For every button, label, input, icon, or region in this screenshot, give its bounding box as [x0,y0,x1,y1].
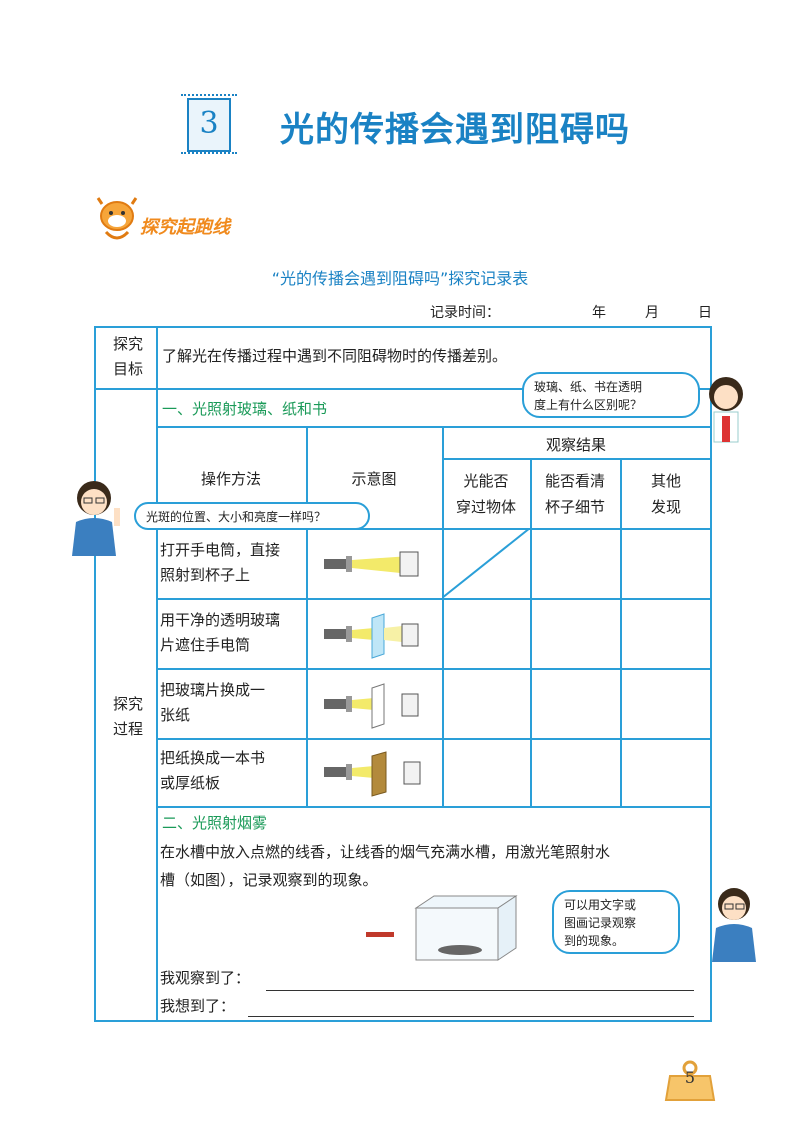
page-number-badge [664,1060,716,1101]
col-method: 操作方法 [200,470,261,488]
man-bubble-line1: 可以用文字或 [564,898,637,912]
process-label-line2: 过程 [112,720,143,738]
girl-bubble-line1: 玻璃、纸、书在透明 [534,380,643,394]
part2-title: 二、光照射烟雾 [162,814,268,832]
sub-other-line1: 其他 [650,472,681,490]
page-number: 5 [684,1068,696,1087]
sub-see-line1: 能否看清 [544,472,605,490]
not-applicable-slash [442,528,530,598]
part2-text-line2: 槽（如图），记录观察到的现象。 [160,871,378,889]
teacher-speech-bubble: 光斑的位置、大小和亮度一样吗？ [134,502,370,530]
lesson-number-badge: 3 [181,94,237,156]
part2-text-line1: 在水槽中放入点燃的线香，让线香的烟气充满水槽，用激光笔照射水 [160,843,611,861]
process-label-line1: 探究 [112,695,143,713]
day-label: 日 [698,305,712,321]
girl-character-icon [709,377,743,443]
thought-answer-line[interactable] [248,1016,694,1017]
flashlight-paper-diagram [324,683,419,729]
section-logo-text: 探究起跑线 [140,217,230,238]
cow-mascot-icon [96,197,138,240]
year-label: 年 [592,305,606,321]
girl-speech-bubble: 玻璃、纸、书在透明 度上有什么区别呢？ [522,372,700,418]
col-diagram: 示意图 [351,470,397,488]
record-table [94,326,712,1022]
flashlight-cup-diagram [324,551,419,577]
goal-text: 了解光在传播过程中遇到不同阻碍物时的传播差别。 [162,347,508,365]
col-results: 观察结果 [545,436,606,454]
sub-see-line2: 杯子细节 [544,498,605,516]
row3-method-line2: 张纸 [160,706,191,724]
record-sheet-title: “光的传播会遇到阻碍吗”探究记录表 [271,269,529,288]
sub-pass-line1: 光能否 [463,472,509,490]
girl-bubble-line2: 度上有什么区别呢？ [534,398,643,412]
month-label: 月 [645,305,659,321]
row3-method-line1: 把玻璃片换成一 [160,681,266,699]
lesson-number: 3 [199,106,219,141]
row4-method-line2: 或厚纸板 [160,774,221,792]
record-time-label: 记录时间： [430,305,500,321]
row1-method-line2: 照射到杯子上 [160,566,251,584]
laser-tank-diagram [366,895,518,961]
page-title: 光的传播会遇到阻碍吗 [280,110,630,150]
part1-title: 一、光照射玻璃、纸和书 [162,400,328,418]
man-speech-bubble: 可以用文字或 图画记录观察 到的现象。 [552,890,680,954]
man-bubble-line2: 图画记录观察 [564,916,637,930]
man-bubble-line3: 到的现象。 [564,934,625,948]
sub-pass-line2: 穿过物体 [455,498,516,516]
goal-label-line2: 目标 [112,360,143,378]
goal-label-line1: 探究 [112,335,143,353]
row4-method-line1: 把纸换成一本书 [160,749,266,767]
observed-answer-line[interactable] [266,990,694,991]
row2-method-line1: 用干净的透明玻璃 [160,611,281,629]
flashlight-glass-diagram [324,613,419,659]
thought-label: 我想到了： [160,997,236,1015]
sub-other-line2: 发现 [650,498,681,516]
teacher-character-icon [72,481,120,556]
row1-method-line1: 打开手电筒，直接 [160,541,281,559]
flashlight-book-diagram [324,751,421,797]
man-character-icon [712,888,756,962]
observed-label: 我观察到了： [160,969,251,987]
row2-method-line2: 片遮住手电筒 [160,636,251,654]
